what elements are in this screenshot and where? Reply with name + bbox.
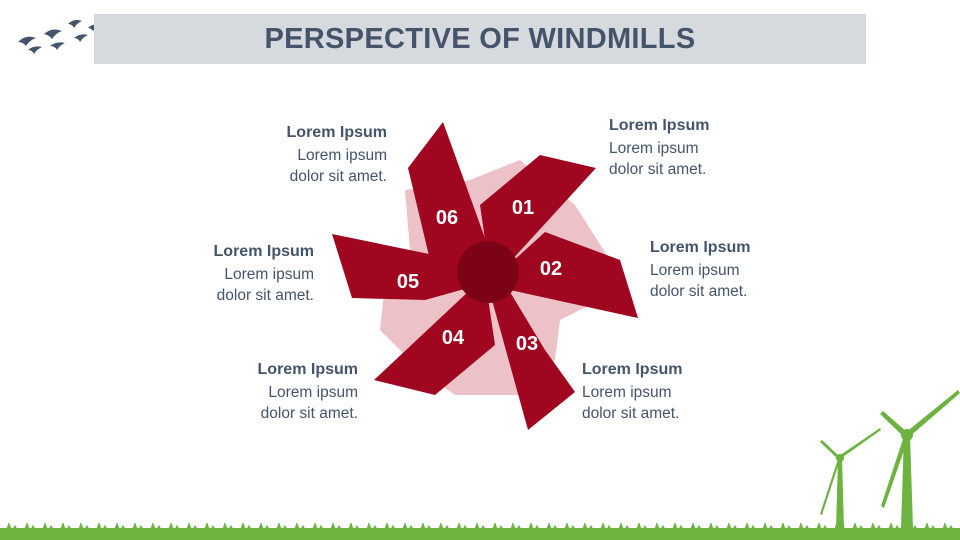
blade-number-06: 06 bbox=[436, 207, 458, 229]
blade-01 bbox=[480, 155, 596, 262]
blade-02 bbox=[510, 232, 638, 318]
blade-03 bbox=[492, 292, 575, 430]
blade-number-02: 02 bbox=[540, 258, 562, 280]
title-bar: PERSPECTIVE OF WINDMILLS bbox=[94, 14, 866, 64]
blade-number-03: 03 bbox=[516, 333, 538, 355]
label-06-line1: Lorem ipsum bbox=[297, 147, 387, 164]
label-06: Lorem Ipsum Lorem ipsum dolor sit amet. bbox=[217, 123, 387, 187]
label-03-title: Lorem Ipsum bbox=[582, 361, 683, 378]
label-03-line1: Lorem ipsum bbox=[582, 384, 672, 401]
label-06-title: Lorem Ipsum bbox=[286, 124, 387, 141]
label-05-title: Lorem Ipsum bbox=[213, 243, 314, 260]
label-05-line1: Lorem ipsum bbox=[224, 266, 314, 283]
label-06-line2: dolor sit amet. bbox=[289, 168, 387, 185]
label-04-line1: Lorem ipsum bbox=[268, 384, 358, 401]
label-05-line2: dolor sit amet. bbox=[216, 287, 314, 304]
page-title: PERSPECTIVE OF WINDMILLS bbox=[264, 22, 696, 55]
blade-number-05: 05 bbox=[397, 271, 419, 293]
wind-turbine-icon bbox=[820, 390, 960, 528]
label-04: Lorem Ipsum Lorem ipsum dolor sit amet. bbox=[188, 360, 358, 424]
label-04-title: Lorem Ipsum bbox=[257, 361, 358, 378]
label-03-line2: dolor sit amet. bbox=[582, 405, 680, 422]
label-01: Lorem Ipsum Lorem ipsum dolor sit amet. bbox=[609, 116, 779, 180]
label-01-line1: Lorem ipsum bbox=[609, 140, 699, 157]
label-02-line1: Lorem ipsum bbox=[650, 262, 740, 279]
label-02-title: Lorem Ipsum bbox=[650, 239, 751, 256]
pinwheel-hub bbox=[457, 241, 519, 303]
label-02: Lorem Ipsum Lorem ipsum dolor sit amet. bbox=[650, 238, 820, 302]
label-05: Lorem Ipsum Lorem ipsum dolor sit amet. bbox=[144, 242, 314, 306]
label-03: Lorem Ipsum Lorem ipsum dolor sit amet. bbox=[582, 360, 752, 424]
blade-05 bbox=[332, 234, 468, 300]
birds-icon bbox=[18, 20, 115, 54]
blade-06 bbox=[408, 122, 490, 262]
blade-number-04: 04 bbox=[442, 327, 465, 349]
blade-number-01: 01 bbox=[512, 197, 534, 219]
grass-icon bbox=[0, 522, 960, 540]
blade-04 bbox=[374, 290, 495, 395]
label-02-line2: dolor sit amet. bbox=[650, 283, 748, 300]
label-04-line2: dolor sit amet. bbox=[260, 405, 358, 422]
label-01-title: Lorem Ipsum bbox=[609, 117, 710, 134]
label-01-line2: dolor sit amet. bbox=[609, 161, 707, 178]
